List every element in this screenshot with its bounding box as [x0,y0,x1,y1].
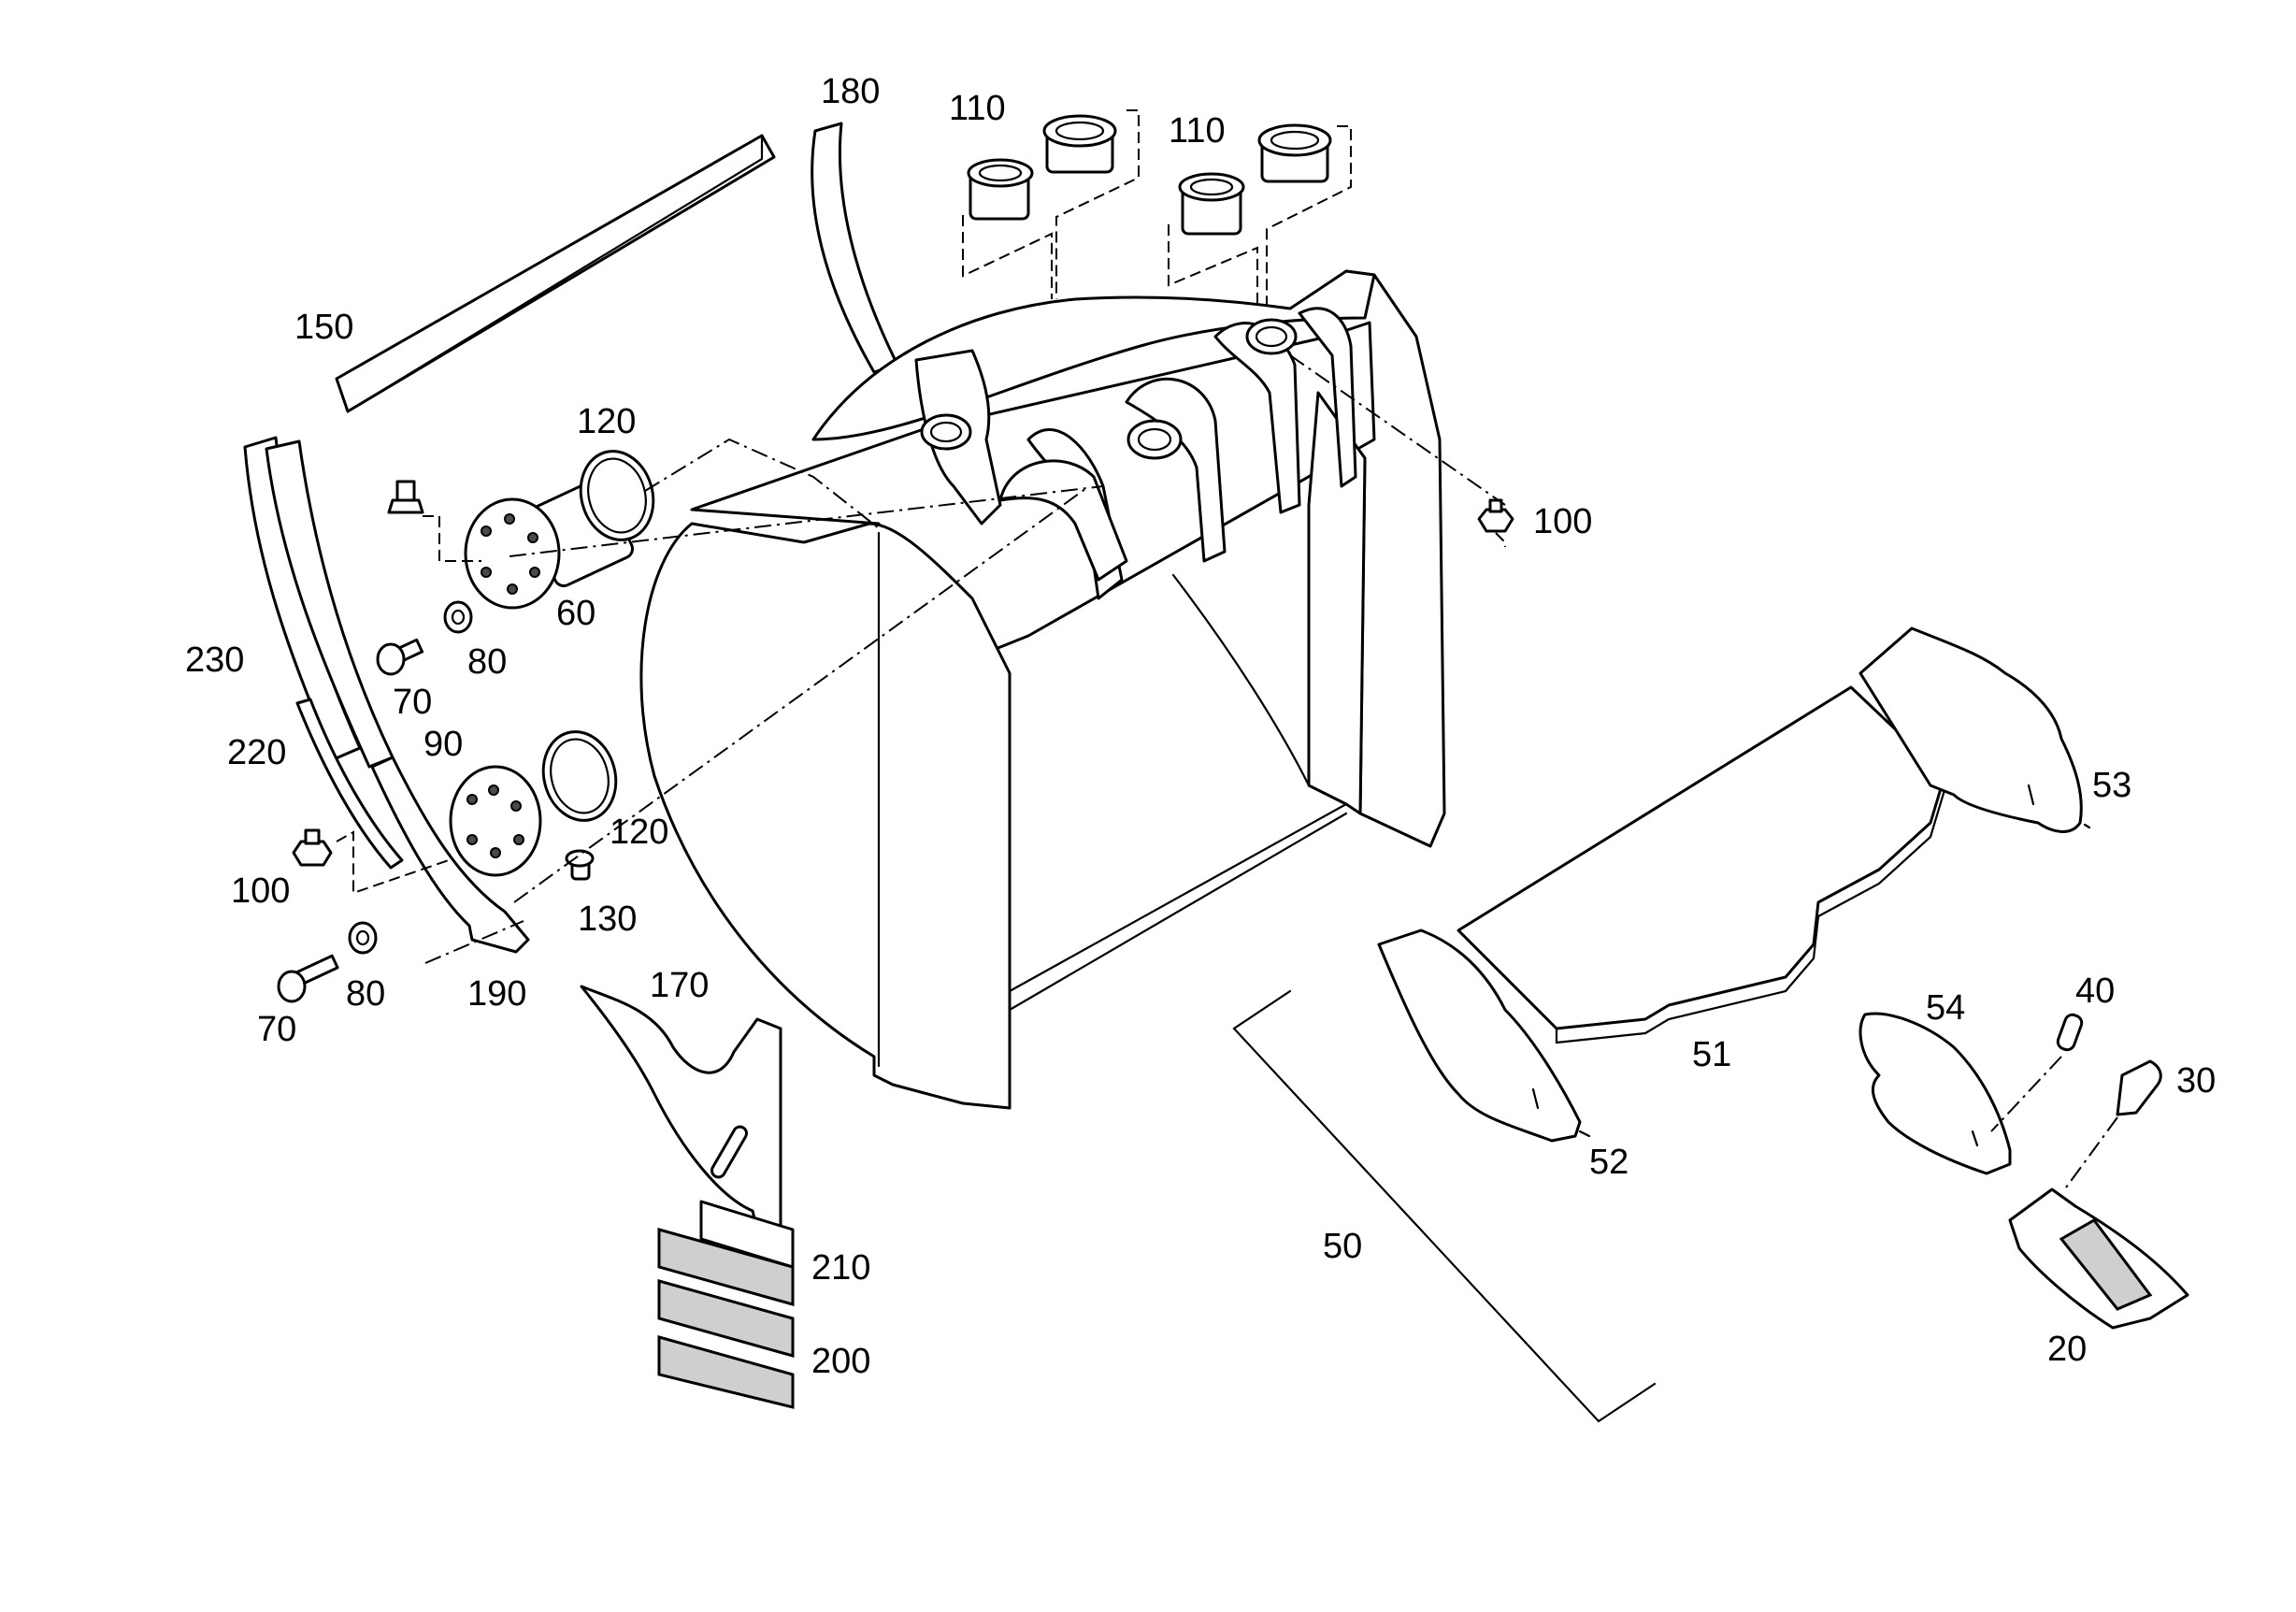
label-30: 30 [2176,1061,2216,1101]
part-52-corner-tooth [1377,928,1582,1143]
label-150: 150 [294,308,353,347]
part-170-side-plate [580,985,782,1231]
part-50-group-bracket [1232,989,1657,1423]
label-70-upper: 70 [393,683,432,722]
part-40-retaining-pin [1990,1013,2084,1132]
part-30-tooth-lock [2065,1059,2162,1188]
label-210: 210 [811,1248,870,1288]
label-130: 130 [578,900,637,939]
part-110-bushings-right [1168,123,1352,341]
label-60: 60 [556,594,596,633]
label-20: 20 [2047,1330,2087,1369]
label-170: 170 [650,966,709,1005]
part-220-side-strip [295,698,404,870]
part-130-plug [565,849,595,881]
part-120-o-ring-lower [541,730,618,822]
label-190: 190 [467,974,526,1014]
part-200-wear-pads [657,1279,795,1409]
label-70-lower: 70 [257,1010,296,1049]
part-100-grease-nipple-lower [292,828,450,895]
part-150-wear-strip [335,134,776,413]
part-110-bushings-left [962,109,1140,299]
part-230-side-strip [243,436,395,769]
label-40: 40 [2075,972,2115,1011]
part-51-cutting-edge [1457,685,1946,1044]
label-80-upper: 80 [467,642,507,682]
leader-lines [1578,823,2091,1138]
label-110-right: 110 [1169,111,1226,151]
label-230: 230 [185,640,244,680]
label-53: 53 [2092,766,2131,805]
label-180: 180 [821,72,880,111]
part-20-bucket-tooth [2008,1187,2189,1330]
label-51: 51 [1692,1035,1731,1074]
label-110-left: 110 [949,89,1006,128]
part-53-corner-tooth [1858,626,2083,833]
part-210-wear-pads [657,1200,795,1306]
assembly-centerlines [424,354,1506,964]
label-220: 220 [227,733,286,772]
label-80-lower: 80 [346,974,385,1014]
label-52: 52 [1589,1143,1629,1182]
part-100-grease-nipple-upper [387,480,481,562]
part-80-washer-lower [348,921,378,955]
part-90-pin-cap-lower [449,765,542,877]
part-54-shroud [1858,1012,2012,1175]
label-120-lower: 120 [610,813,668,852]
part-70-bolt-upper [376,638,424,676]
label-54: 54 [1926,988,1965,1028]
part-190-side-strip [370,756,530,954]
label-100-lower: 100 [231,871,290,911]
label-90: 90 [423,725,463,764]
bucket-body [639,269,1446,1110]
part-180-curved-cutter [811,122,899,374]
label-50: 50 [1323,1227,1362,1266]
label-200: 200 [811,1342,870,1381]
part-labels: 180 110 110 150 120 100 60 230 70 80 90 … [185,72,2216,1381]
part-80-washer-upper [443,600,473,634]
label-120-upper: 120 [577,402,636,441]
part-100-grease-nipple-right [1477,498,1514,547]
part-70-bolt-lower [277,954,339,1003]
label-100-right: 100 [1533,502,1592,541]
